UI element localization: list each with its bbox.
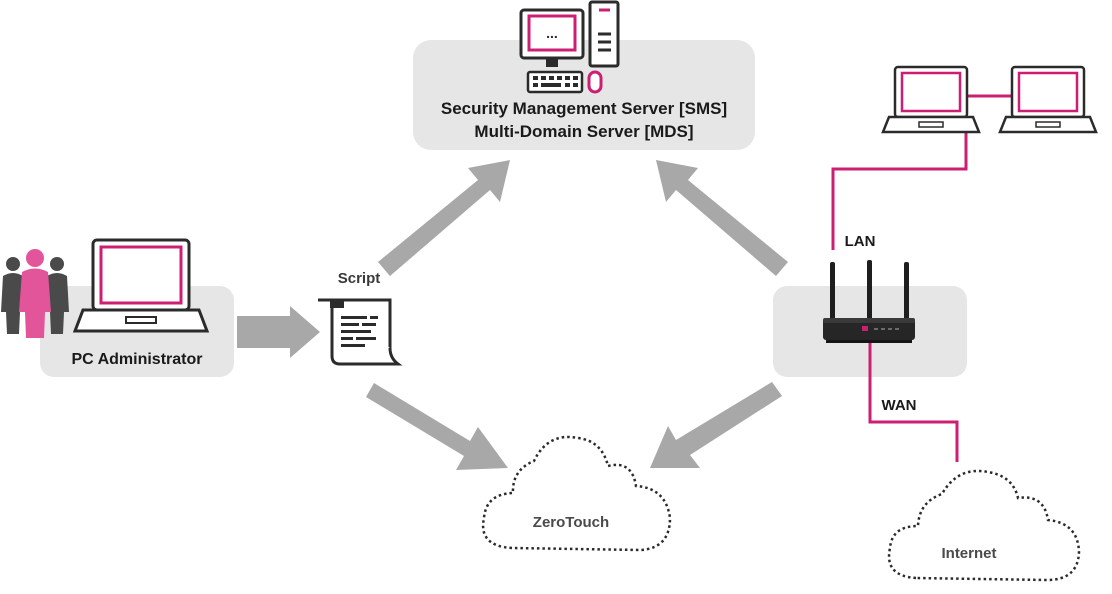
zerotouch-label: ZeroTouch — [533, 514, 609, 531]
admin-label: PC Administrator — [72, 351, 203, 368]
router-gateway-icon — [823, 260, 915, 343]
internet-label: Internet — [941, 545, 996, 562]
wan-link — [868, 343, 959, 462]
arrow-script-to-zerotouch — [366, 383, 508, 470]
zerotouch-cloud-icon — [481, 435, 672, 552]
desktop-computer-icon: ... — [519, 0, 620, 94]
lan-label: LAN — [845, 233, 876, 250]
script-document-icon — [318, 298, 403, 366]
internet-cloud-icon — [887, 469, 1081, 582]
sms-title-line1: Security Management Server [SMS] — [441, 99, 727, 118]
laptop-icon — [72, 238, 210, 333]
sms-box — [413, 40, 755, 150]
arrow-gateway-to-sms — [656, 160, 788, 276]
lan-laptop-icon — [998, 65, 1098, 134]
sms-title-line2: Multi-Domain Server [MDS] — [474, 122, 693, 141]
screen-dots: ... — [546, 25, 558, 41]
lan-laptop-icon — [881, 65, 981, 134]
wan-label: WAN — [882, 397, 917, 414]
script-label: Script — [338, 270, 381, 287]
arrow-admin-to-script — [237, 306, 320, 358]
arrow-script-to-sms — [378, 160, 510, 276]
arrow-gateway-to-zerotouch — [650, 382, 782, 468]
people-icon — [1, 249, 69, 338]
lan-link — [831, 133, 968, 250]
